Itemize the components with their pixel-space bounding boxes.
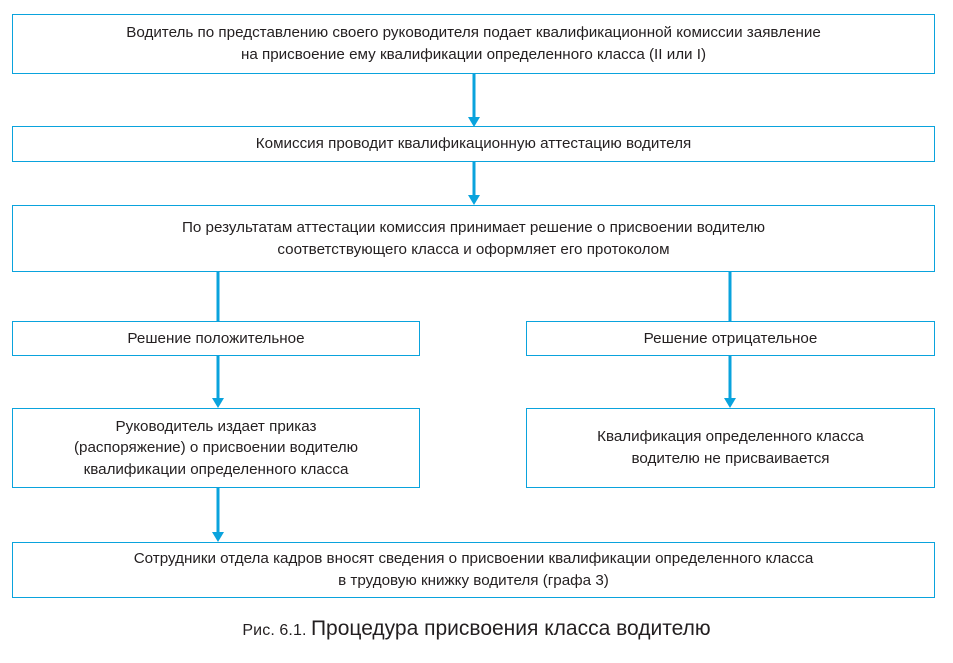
node-qualification-not-assigned: Квалификация определенного класса водите… — [526, 408, 935, 488]
figure-caption: Рис. 6.1. Процедура присвоения класса во… — [0, 617, 953, 641]
node-application: Водитель по представлению своего руковод… — [12, 14, 935, 74]
connector-positive-to-order — [212, 356, 224, 408]
node-decision-positive: Решение положительное — [12, 321, 420, 356]
connector-order-to-hr-record — [212, 488, 224, 542]
node-qualification-not-assigned-label: Квалификация определенного класса водите… — [597, 428, 864, 467]
node-decision-label: По результатам аттестации комиссия прини… — [181, 218, 766, 258]
figure-caption-title: Процедура присвоения класса водителю — [310, 617, 711, 640]
node-decision-negative: Решение отрицательное — [526, 321, 935, 356]
node-application-label: Водитель по представлению своего руковод… — [126, 24, 821, 63]
node-hr-record: Сотрудники отдела кадров вносят сведения… — [12, 542, 935, 598]
connector-application-to-attestation — [468, 74, 480, 127]
node-decision-positive-label: Решение положительное — [127, 329, 305, 347]
node-attestation-label: Комиссия проводит квалификационную аттес… — [255, 135, 692, 153]
node-decision-negative-label: Решение отрицательное — [643, 329, 818, 347]
node-hr-record-label: Сотрудники отдела кадров вносят сведения… — [133, 550, 814, 589]
node-manager-order-label: Руководитель издает приказ (распоряжение… — [73, 417, 359, 478]
connector-negative-to-not-assigned — [724, 356, 736, 408]
node-decision: По результатам аттестации комиссия прини… — [12, 205, 935, 272]
node-manager-order: Руководитель издает приказ (распоряжение… — [12, 408, 420, 488]
connector-attestation-to-decision — [468, 162, 480, 205]
node-attestation: Комиссия проводит квалификационную аттес… — [12, 126, 935, 162]
figure-caption-number: Рис. 6.1. — [242, 622, 307, 639]
